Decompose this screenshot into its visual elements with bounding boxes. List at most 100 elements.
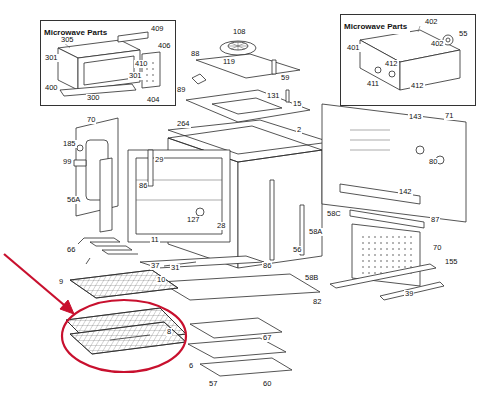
oven-cavity bbox=[128, 120, 330, 268]
oven-cavity bbox=[128, 150, 230, 242]
oven-racks bbox=[70, 270, 178, 298]
callout-number: 300 bbox=[86, 94, 101, 102]
callout-number: 412 bbox=[384, 60, 399, 68]
callout-number: 11 bbox=[150, 236, 160, 244]
blower-assembly bbox=[212, 98, 282, 114]
microwave-cavity-parts bbox=[375, 67, 381, 73]
callout-number: 2 bbox=[296, 126, 302, 134]
oven-racks bbox=[70, 322, 186, 354]
heating-element bbox=[78, 238, 90, 264]
callout-number: 402 bbox=[424, 18, 439, 26]
microwave-cavity-parts bbox=[360, 40, 400, 90]
highlight-marker bbox=[62, 300, 186, 372]
callout-number: 401 bbox=[346, 44, 361, 52]
blower-assembly bbox=[186, 41, 310, 122]
callout-number: 127 bbox=[186, 216, 201, 224]
callout-number: 305 bbox=[60, 36, 75, 44]
callout-number: 58A bbox=[308, 228, 323, 236]
inset-box: Microwave Parts bbox=[340, 14, 476, 106]
callout-number: 409 bbox=[150, 25, 165, 33]
callout-number: 9 bbox=[58, 278, 64, 286]
callout-number: 29 bbox=[154, 156, 164, 164]
microwave-door-parts bbox=[58, 48, 78, 90]
callout-number: 58B bbox=[304, 274, 319, 282]
callout-number: 31 bbox=[170, 264, 180, 272]
callout-number: 86 bbox=[262, 262, 272, 270]
inset-title: Microwave Parts bbox=[341, 21, 410, 34]
microwave-cavity-parts bbox=[446, 38, 450, 42]
side-panels bbox=[77, 145, 83, 151]
callout-number: 131 bbox=[266, 92, 281, 100]
callout-number: 185 bbox=[62, 140, 77, 148]
callout-number: 99 bbox=[62, 158, 72, 166]
callout-number: 412 bbox=[410, 82, 425, 90]
blower-assembly bbox=[286, 90, 289, 102]
callout-number: 406 bbox=[157, 42, 172, 50]
callout-number: 71 bbox=[444, 112, 454, 120]
blower-assembly bbox=[192, 74, 206, 84]
blower-assembly bbox=[220, 41, 256, 55]
oven-cavity bbox=[136, 200, 222, 201]
oven-racks bbox=[66, 270, 186, 354]
callout-number: 70 bbox=[86, 116, 96, 124]
back-panels bbox=[330, 264, 436, 288]
microwave-cavity-parts bbox=[400, 50, 460, 90]
callout-number: 8 bbox=[166, 328, 172, 336]
oven-cavity bbox=[238, 150, 322, 268]
back-panels bbox=[360, 234, 412, 274]
microwave-door-parts bbox=[118, 32, 148, 42]
blower-assembly bbox=[186, 90, 310, 122]
microwave-door-parts bbox=[142, 52, 160, 88]
highlight-marker bbox=[60, 300, 74, 314]
highlight-marker bbox=[4, 254, 70, 310]
callout-number: 108 bbox=[232, 28, 247, 36]
microwave-cavity-parts bbox=[389, 71, 395, 77]
back-panels bbox=[340, 184, 420, 204]
callout-number: 143 bbox=[408, 113, 423, 121]
oven-cavity bbox=[196, 208, 204, 216]
callout-number: 80 bbox=[428, 158, 438, 166]
oven-racks bbox=[70, 270, 178, 298]
callout-number: 37 bbox=[150, 262, 160, 270]
side-panels bbox=[100, 158, 112, 232]
callout-number: 400 bbox=[44, 84, 59, 92]
callout-number: 89 bbox=[176, 86, 186, 94]
callout-number: 15 bbox=[292, 100, 302, 108]
callout-number: 39 bbox=[404, 290, 414, 298]
microwave-door-parts bbox=[84, 56, 134, 85]
callout-number: 58C bbox=[326, 210, 342, 218]
callout-number: 301 bbox=[44, 54, 59, 62]
callout-number: 301 bbox=[128, 72, 143, 80]
back-panels bbox=[322, 104, 466, 300]
callout-number: 404 bbox=[146, 96, 161, 104]
oven-racks bbox=[110, 335, 150, 340]
back-panels bbox=[322, 104, 466, 222]
side-panels bbox=[74, 118, 118, 232]
callout-number: 82 bbox=[312, 298, 322, 306]
callout-number: 57 bbox=[208, 380, 218, 388]
callout-number: 87 bbox=[430, 216, 440, 224]
callout-number: 60 bbox=[262, 380, 272, 388]
back-panels bbox=[416, 146, 424, 154]
callout-number: 66 bbox=[66, 246, 76, 254]
bottom-panels bbox=[200, 358, 292, 376]
back-panels bbox=[380, 282, 444, 300]
oven-racks bbox=[70, 322, 186, 354]
oven-cavity bbox=[148, 150, 153, 186]
callout-number: 142 bbox=[398, 188, 413, 196]
callout-number: 55 bbox=[458, 30, 468, 38]
callout-number: 86 bbox=[138, 182, 148, 190]
callout-number: 155 bbox=[444, 258, 459, 266]
blower-assembly bbox=[228, 42, 248, 50]
callout-number: 10 bbox=[156, 276, 166, 284]
highlight-marker bbox=[4, 254, 186, 372]
callout-number: 59 bbox=[280, 74, 290, 82]
callout-number: 411 bbox=[366, 80, 380, 88]
callout-number: 67 bbox=[262, 334, 272, 342]
microwave-door-parts bbox=[58, 32, 160, 96]
callout-number: 410 bbox=[134, 60, 149, 68]
callout-number: 70 bbox=[432, 244, 442, 252]
heating-element bbox=[78, 238, 138, 264]
side-panels bbox=[74, 160, 86, 166]
back-panels bbox=[350, 130, 390, 150]
